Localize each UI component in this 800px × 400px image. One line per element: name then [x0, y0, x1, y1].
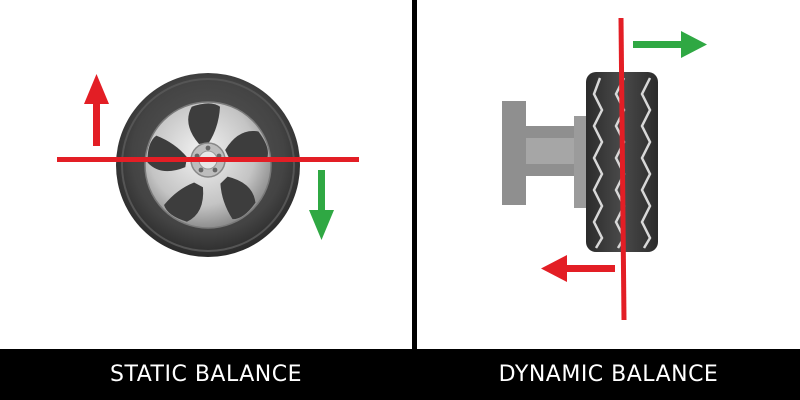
rim-edge [144, 101, 272, 229]
arrow-left-icon [541, 255, 615, 282]
static-balance-caption: STATIC BALANCE [110, 362, 302, 387]
tire-sidewall [121, 78, 295, 252]
axle-flange [502, 101, 526, 205]
axle-shaft-body [526, 138, 578, 164]
dynamic-panel [502, 17, 707, 321]
diagram-canvas [57, 17, 707, 321]
dynamic-caption-bar: DYNAMIC BALANCE [417, 349, 800, 400]
wheel-front-icon [116, 73, 300, 257]
dynamic-balance-caption: DYNAMIC BALANCE [498, 362, 719, 387]
axle-shaft-bottom [524, 164, 578, 176]
axle-hub-icon [502, 101, 588, 208]
arrow-right-icon [633, 31, 707, 58]
axle-shaft-top [524, 126, 578, 138]
hub-plate [574, 116, 588, 208]
static-panel [57, 73, 359, 257]
static-caption-bar: STATIC BALANCE [0, 349, 412, 400]
dynamic-balance-line [618, 17, 627, 321]
arrow-down-icon [309, 170, 334, 240]
panel-divider [412, 0, 417, 400]
arrow-up-icon [84, 74, 109, 146]
rim-spoke-openings [147, 103, 268, 222]
static-balance-line [57, 157, 359, 162]
